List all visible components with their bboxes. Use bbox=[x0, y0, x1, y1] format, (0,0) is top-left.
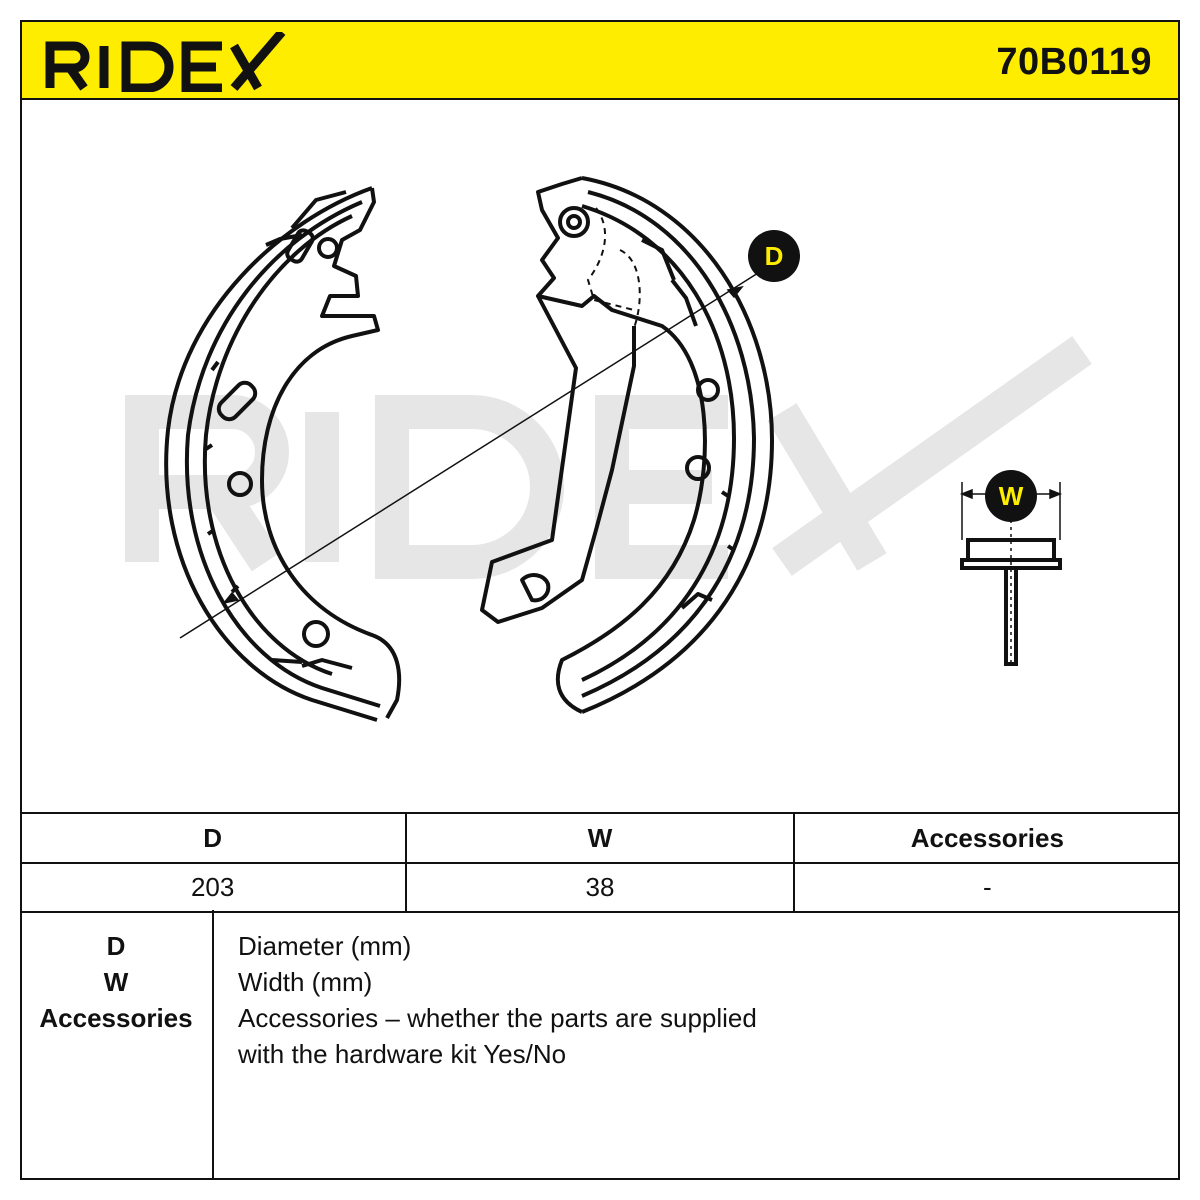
svg-text:W: W bbox=[999, 481, 1024, 511]
d-marker: D bbox=[748, 230, 800, 282]
watermark-logo bbox=[125, 336, 1092, 579]
legend-desc-width: Width (mm) bbox=[238, 967, 373, 997]
legend-descriptions: Diameter (mm) Width (mm) Accessories – w… bbox=[238, 928, 1138, 1072]
legend-key-w: W bbox=[103, 967, 129, 997]
legend-desc-diameter: Diameter (mm) bbox=[238, 931, 412, 961]
legend-keys: D W Accessories bbox=[20, 910, 214, 1180]
legend-key-d: D bbox=[106, 931, 126, 961]
diameter-dimension-line bbox=[179, 267, 767, 639]
brake-shoe-drawing: D W bbox=[125, 176, 1092, 722]
spec-table-header: D W Accessories bbox=[20, 814, 1180, 864]
value-d: 203 bbox=[190, 872, 235, 902]
width-cross-section bbox=[960, 538, 1062, 666]
w-marker: W bbox=[985, 470, 1037, 522]
value-accessories: - bbox=[792, 863, 1180, 911]
legend-desc-accessories: Accessories – whether the parts are supp… bbox=[238, 1003, 757, 1033]
value-w: 38 bbox=[405, 863, 792, 911]
header-w: W bbox=[405, 814, 792, 862]
legend-desc-accessories-cont: with the hardware kit Yes/No bbox=[238, 1039, 567, 1069]
legend-key-accessories: Accessories bbox=[39, 1003, 193, 1033]
left-brake-shoe bbox=[164, 186, 402, 722]
spec-table: D W Accessories 203 38 - bbox=[20, 812, 1180, 913]
right-brake-shoe bbox=[480, 176, 774, 714]
svg-text:D: D bbox=[765, 241, 784, 271]
header-bar: 70B0119 bbox=[20, 20, 1180, 100]
header-d: D bbox=[203, 823, 223, 853]
ridex-logo bbox=[45, 32, 286, 92]
part-number: 70B0119 bbox=[996, 41, 1152, 83]
legend: D W Accessories Diameter (mm) Width (mm)… bbox=[20, 910, 1180, 1180]
header-accessories: Accessories bbox=[792, 814, 1180, 862]
spec-table-values: 203 38 - bbox=[20, 863, 1180, 913]
